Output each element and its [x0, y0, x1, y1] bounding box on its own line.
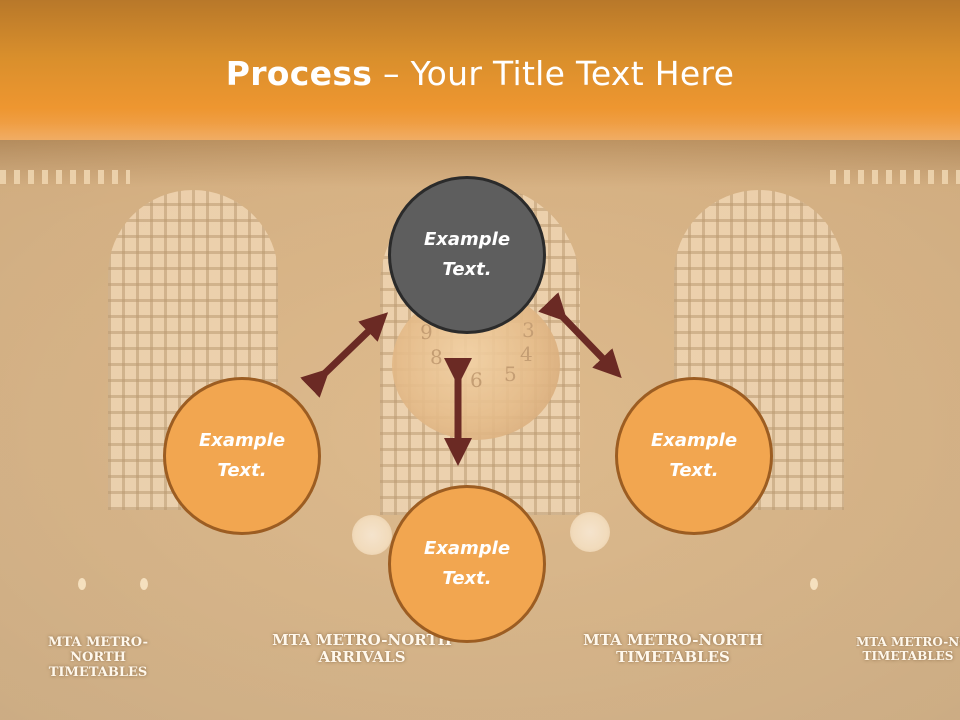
title-bold: Process: [225, 54, 373, 93]
title-rest: – Your Title Text Here: [372, 54, 735, 93]
arrow-top-left: [300, 312, 389, 398]
slide-title: Process – Your Title Text Here: [0, 54, 960, 93]
arrow-top-right: [538, 292, 622, 379]
